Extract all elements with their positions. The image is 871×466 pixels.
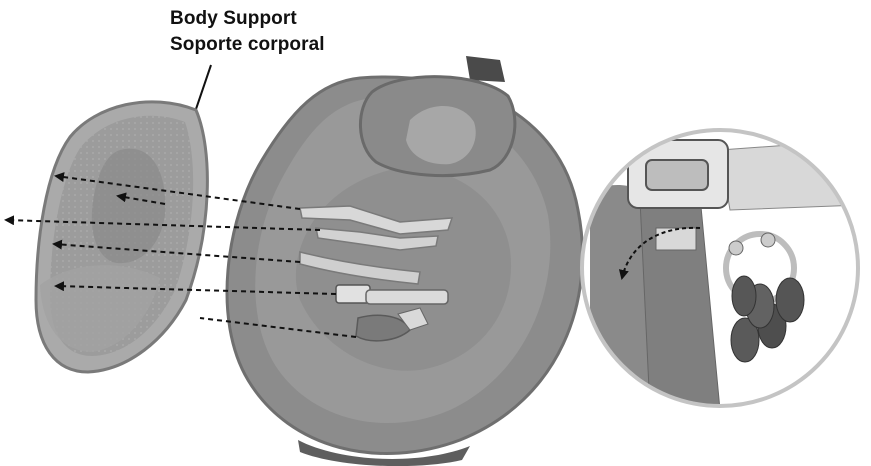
headrest-pillow	[360, 77, 514, 176]
buckle-left	[336, 285, 370, 303]
seat-handle	[466, 56, 505, 82]
buckle-right	[366, 290, 448, 304]
callout-leader-line	[195, 65, 211, 112]
body-support-insert	[36, 102, 207, 372]
detail-magnifier	[582, 130, 862, 410]
